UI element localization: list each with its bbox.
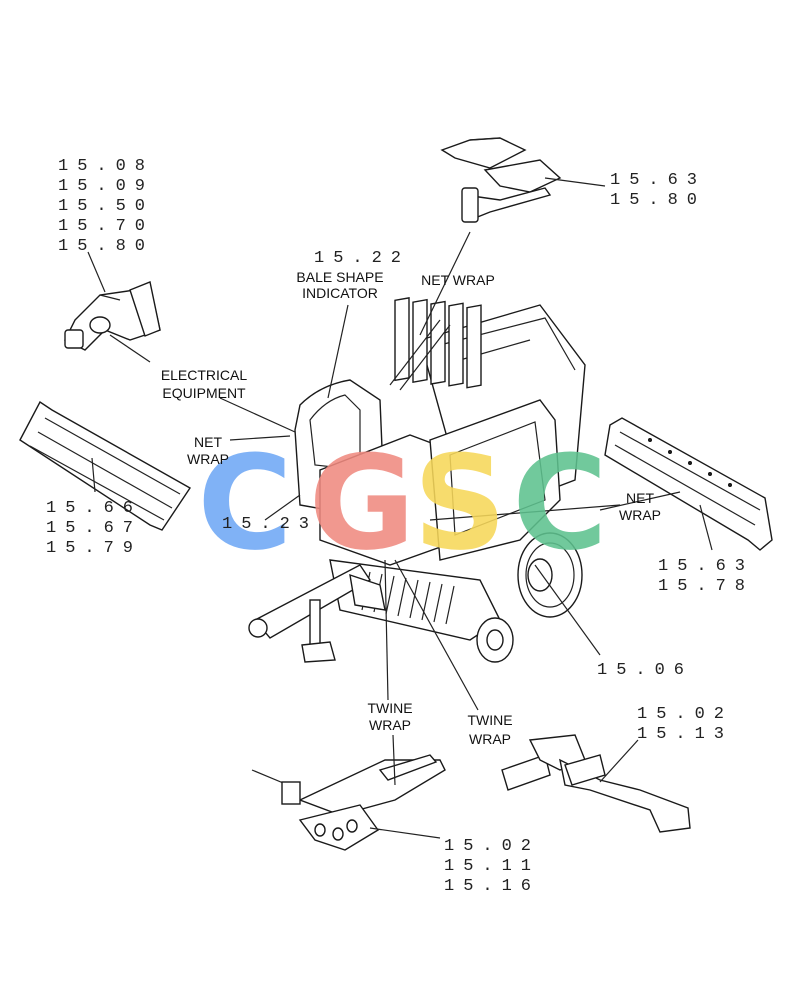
- ref-number: 15.23: [222, 515, 318, 534]
- callout-label: WRAP: [187, 451, 229, 467]
- ref-group-top-right: 15.63 15.80: [610, 171, 706, 210]
- ref-number: 15.06: [597, 661, 693, 680]
- ref-group-right-mid: 15.63 15.78: [658, 557, 754, 596]
- ref-number: 15.13: [637, 725, 733, 744]
- callout-label: TWINE: [467, 712, 512, 728]
- ref-number: 15.67: [46, 519, 142, 538]
- callout-net-wrap-right: NET WRAP: [619, 490, 661, 523]
- watermark-cgsc: C G S C: [197, 427, 607, 579]
- baler-gauge-wheel: [476, 617, 514, 663]
- ref-number: 15.02: [444, 837, 540, 856]
- callout-label: TWINE: [367, 700, 412, 716]
- baler-tailgate: [429, 399, 561, 561]
- callout-label: WRAP: [369, 717, 411, 733]
- round-baler-machine: [248, 297, 586, 663]
- ref-group-top-left: 15.08 15.09 15.50 15.70 15.80: [58, 157, 154, 256]
- net-wrap-arm-part: [440, 137, 562, 223]
- ref-group-wheel: 15.06: [597, 661, 693, 680]
- electrical-equipment-part: [64, 281, 161, 351]
- callout-label: BALE SHAPE: [296, 269, 383, 285]
- watermark-letter-g: G: [309, 427, 416, 579]
- ref-number: 15.80: [58, 237, 154, 256]
- callout-net-wrap-left: NET WRAP: [187, 434, 229, 467]
- ref-group-bale-shape: 15.22: [314, 249, 410, 268]
- ref-number: 15.79: [46, 539, 142, 558]
- baler-main-wheel: [517, 532, 583, 618]
- baler-roller-slats: [394, 297, 482, 389]
- ref-number: 15.02: [637, 705, 733, 724]
- ref-group-bottom-right: 15.02 15.13: [637, 705, 733, 744]
- ref-number: 15.63: [658, 557, 754, 576]
- callout-label: EQUIPMENT: [162, 385, 246, 401]
- net-wrap-right-bar-part: [604, 417, 773, 551]
- callout-label: NET: [626, 490, 654, 506]
- twine-wrap-arm-part: [251, 754, 446, 851]
- baler-drawbar: [248, 564, 386, 663]
- callout-label: WRAP: [619, 507, 661, 523]
- ref-number: 15.08: [58, 157, 154, 176]
- watermark-letter-c2: C: [512, 427, 607, 579]
- callout-electrical-equipment: ELECTRICAL EQUIPMENT: [161, 367, 248, 401]
- ref-number: 15.11: [444, 857, 540, 876]
- callout-label: INDICATOR: [302, 285, 378, 301]
- ref-number: 15.63: [610, 171, 706, 190]
- ref-number: 15.22: [314, 249, 410, 268]
- ref-number: 15.66: [46, 499, 142, 518]
- callout-net-wrap-top: NET WRAP: [421, 272, 495, 288]
- ref-number: 15.50: [58, 197, 154, 216]
- ref-group-bottom-center: 15.02 15.11 15.16: [444, 837, 540, 896]
- callout-label: ELECTRICAL: [161, 367, 248, 383]
- twine-wrap-right-arm-part: [501, 734, 691, 833]
- ref-number: 15.09: [58, 177, 154, 196]
- ref-number: 15.16: [444, 877, 540, 896]
- callout-twine-wrap-left: TWINE WRAP: [367, 700, 412, 733]
- callout-label: WRAP: [469, 731, 511, 747]
- ref-group-left-mid: 15.66 15.67 15.79: [46, 499, 142, 558]
- callout-bale-shape-indicator: BALE SHAPE INDICATOR: [296, 269, 383, 301]
- ref-number: 15.70: [58, 217, 154, 236]
- watermark-letter-s: S: [413, 427, 507, 579]
- ref-number: 15.78: [658, 577, 754, 596]
- callout-twine-wrap-right: TWINE WRAP: [467, 712, 512, 747]
- ref-number: 15.80: [610, 191, 706, 210]
- net-wrap-left-bar-part: [19, 400, 192, 531]
- leader-lines: [87, 177, 713, 839]
- watermark-letter-c1: C: [197, 427, 292, 579]
- ref-group-center: 15.23: [222, 515, 318, 534]
- callout-label: NET: [194, 434, 222, 450]
